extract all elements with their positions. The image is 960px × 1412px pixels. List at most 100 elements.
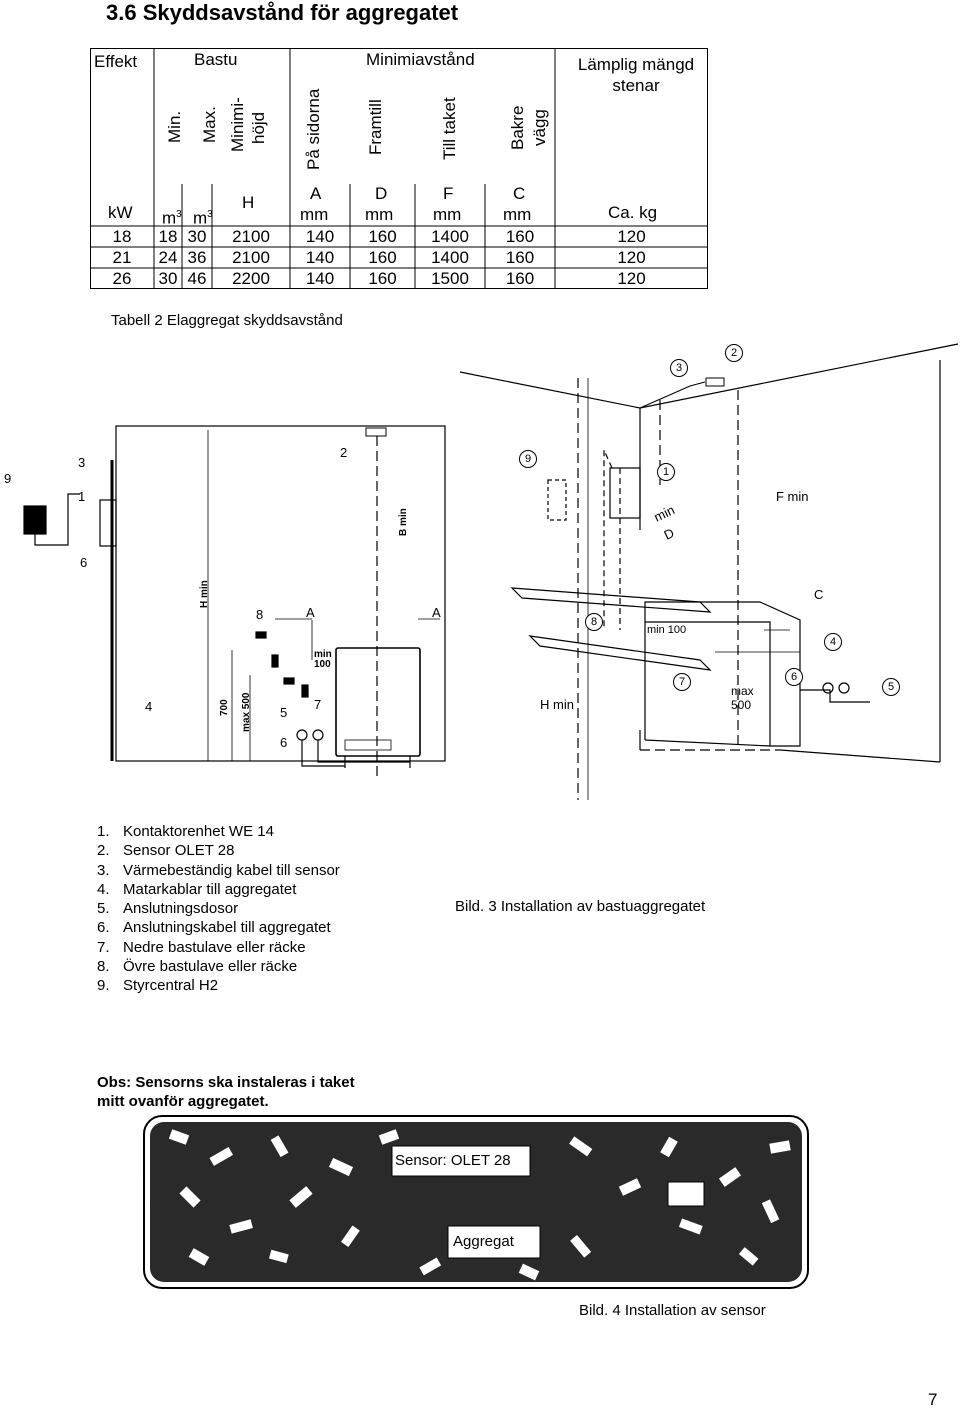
diagram-callout-9: 9 [519,450,537,468]
installation-diagram [23,343,959,800]
legend-item: 5.Anslutningsdosor [97,900,239,918]
header-pa-sidorna: På sidorna [304,88,323,170]
table-cell: 26 [112,269,132,288]
diagram-label-max500: max 500 [241,692,252,732]
section-heading: 3.6 Skyddsavstånd för aggregatet [106,0,459,25]
table-cell: 120 [617,227,646,246]
table-cell: 120 [617,248,646,267]
legend-item: 1.Kontaktorenhet WE 14 [97,823,274,840]
table-cell: 2100 [232,227,270,246]
table-cell: 21 [112,248,132,267]
diagram-label-hmin: H min [199,580,210,608]
table-cell: 30 [158,269,178,288]
header-max: Max. [200,106,219,143]
table-cell: 30 [187,227,207,246]
table-cell: 160 [505,227,535,246]
diagram-label-1: 1 [78,489,86,504]
header-minimihojd-2: höjd [249,111,268,144]
table-grid [90,48,708,289]
sensor-placement-diagram [143,1115,809,1289]
unit-kw: kW [108,203,133,222]
table-cell: 160 [505,248,535,267]
diagram-callout-4: 4 [824,633,842,651]
page-number: 7 [928,1390,938,1409]
table-caption: Tabell 2 Elaggregat skyddsavstånd [111,312,343,329]
legend-item: 8.Övre bastulave eller räcke [97,958,298,976]
aggregat-label: Aggregat [453,1233,514,1250]
table-cell: 160 [368,227,397,246]
diagram-callout-2: 2 [725,344,743,362]
legend-item: 2.Sensor OLET 28 [97,842,235,860]
diagram-label-8: 8 [256,607,264,622]
table-cell: 160 [368,269,397,288]
header-bakre-2: vägg [530,109,549,146]
diagram-label-fmin: F min [776,489,809,504]
table-cell: 1500 [431,269,469,288]
diagram-label-a-right: A [432,605,441,620]
legend-item: 4.Matarkablar till aggregatet [97,880,297,898]
diagram-label-min: min [314,649,332,660]
table-cell: 120 [617,269,646,288]
header-lamplig-mangd: Lämplig mängd stenar [577,55,695,95]
table-cell: 2100 [232,248,270,267]
diagram-label-6b: 6 [280,735,288,750]
table-cell: 140 [305,227,335,246]
unit-m3-min: m3 [162,208,182,228]
header-min: Min. [165,110,184,143]
unit-mm-a: mm [300,205,329,224]
unit-mm-f: mm [433,205,462,224]
diagram-callout-5: 5 [882,678,900,696]
diagram-label-hmin-right: H min [540,697,574,712]
sensor-note: Obs: Sensorns ska instaleras i taket mit… [97,1074,355,1110]
table-cell: 160 [368,248,397,267]
table-cell: 1400 [431,248,469,267]
header-letter-f: F [443,184,454,203]
room-section-outline [115,425,446,762]
table-cell: 2200 [232,269,270,288]
legend-item: 9.Styrcentral H2 [97,977,219,995]
diagram-label-6: 6 [80,555,88,570]
table-cell: 18 [112,227,132,246]
diagram-callout-1: 1 [657,463,675,481]
header-letter-c: C [513,184,526,203]
unit-mm-c: mm [503,205,532,224]
header-letter-a: A [310,184,322,203]
diagram-label-3: 3 [78,455,86,470]
diagram-label-7: 7 [314,697,322,712]
figure3-caption: Bild. 3 Installation av bastuaggregatet [455,898,706,915]
table-cell: 140 [305,269,335,288]
header-minimiavstand: Minimiavstånd [366,50,475,69]
table-cell: 24 [158,248,178,267]
diagram-label-100: 100 [314,659,331,670]
header-minimihojd-1: Minimi- [228,97,247,152]
unit-mm-d: mm [365,205,394,224]
table-cell: 160 [505,269,535,288]
diagram-label-4: 4 [145,699,153,714]
header-till-taket: Till taket [440,97,459,160]
header-bastu: Bastu [194,50,238,69]
legend-item: 3.Värmebeständig kabel till sensor [97,861,340,879]
diagram-callout-6: 6 [785,668,803,686]
table-cell: 36 [187,248,207,267]
header-letter-d: D [375,184,388,203]
diagram-label-2: 2 [340,445,348,460]
unit-ca-kg: Ca. kg [608,203,658,222]
diagram-callout-8: 8 [585,613,603,631]
diagram-label-c: C [814,587,824,602]
header-letter-h: H [242,193,255,212]
diagram-label-a-left: A [306,605,315,620]
diagram-callout-3: 3 [670,359,688,377]
header-bakre-1: Bakre [508,105,527,150]
diagram-label-max: max [731,684,754,698]
table-cell: 140 [305,248,335,267]
diagram-label-min100-right: min 100 [647,624,687,636]
diagram-label-max-500: 500 [731,698,752,712]
diagram-label-5: 5 [280,705,288,720]
legend-item: 7.Nedre bastulave eller räcke [97,938,306,956]
table-cell: 46 [187,269,207,288]
legend-item: 6.Anslutningskabel till aggregatet [97,919,331,937]
table-cell: 1400 [431,227,469,246]
figure4-caption: Bild. 4 Installation av sensor [579,1302,766,1319]
diagram-label-700: 700 [219,699,230,716]
header-effekt: Effekt [94,52,138,71]
